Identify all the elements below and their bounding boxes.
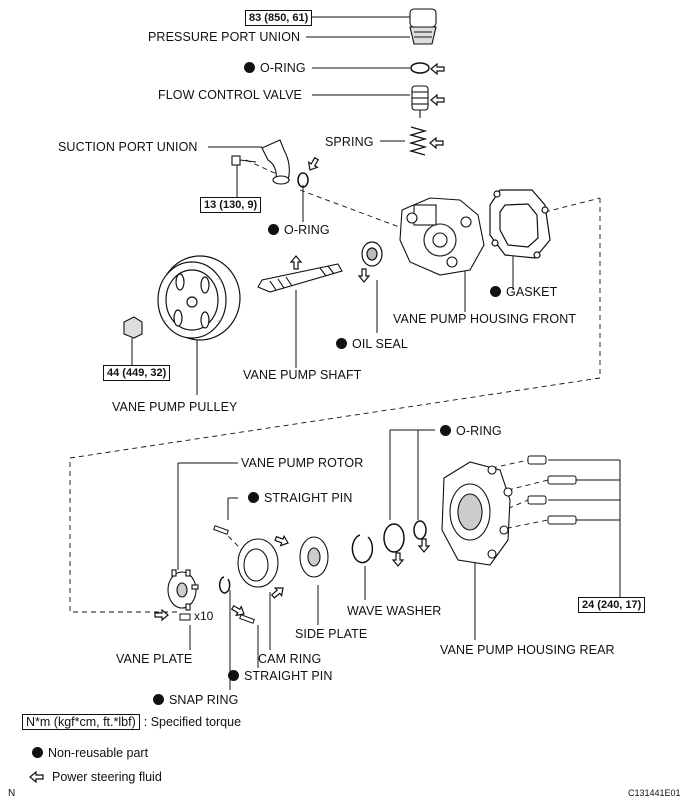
cam-ring-part	[237, 538, 279, 588]
gasket-text: GASKET	[506, 285, 558, 299]
pressure-port-union-part	[409, 8, 437, 45]
label-flow-control-valve: FLOW CONTROL VALVE	[158, 88, 302, 102]
spring-part	[408, 126, 428, 156]
snap-ring-part	[218, 576, 231, 594]
o-ring-top-part	[410, 62, 430, 74]
o-ring-suction-text: O-RING	[284, 223, 330, 237]
legend-non-reusable: Non-reusable part	[32, 746, 148, 761]
torque-pressure-port: 83 (850, 61)	[245, 10, 313, 26]
label-o-ring-suction: O-RING	[268, 223, 330, 237]
suction-port-union-part	[231, 139, 290, 185]
label-gasket: GASKET	[490, 285, 557, 299]
snap-ring-text: SNAP RING	[169, 693, 239, 707]
label-vane-pump-housing-front: VANE PUMP HOUSING FRONT	[393, 312, 577, 326]
legend-torque-unit: N*m (kgf*cm, ft.*lbf)	[22, 714, 140, 730]
wave-washer-part	[351, 534, 374, 564]
label-straight-pin-lower: STRAIGHT PIN	[228, 669, 332, 683]
non-reusable-dot-icon	[440, 425, 451, 436]
vane-pump-rotor-part	[167, 569, 199, 611]
straight-pin-upper-text: STRAIGHT PIN	[264, 491, 353, 505]
non-reusable-dot-icon	[32, 747, 43, 758]
flow-control-valve-part	[411, 85, 429, 118]
vane-pump-shaft-part	[257, 263, 343, 293]
label-vane-pump-shaft: VANE PUMP SHAFT	[243, 368, 362, 382]
label-spring: SPRING	[325, 135, 374, 149]
label-side-plate: SIDE PLATE	[295, 627, 368, 641]
label-o-ring-top: O-RING	[244, 61, 306, 75]
straight-pin-lower-text: STRAIGHT PIN	[244, 669, 333, 683]
o-ring-rear-small-part	[413, 520, 427, 540]
straight-pin-upper-part	[213, 525, 229, 535]
torque-rear-bolts: 24 (240, 17)	[578, 597, 646, 613]
figure-code: C131441E01	[628, 788, 681, 798]
label-vane-pump-housing-rear: VANE PUMP HOUSING REAR	[440, 643, 615, 657]
torque-suction-bolt: 13 (130, 9)	[200, 197, 262, 213]
oil-seal-part	[361, 241, 383, 267]
pulley-nut-part	[123, 316, 143, 339]
o-ring-rear-text: O-RING	[456, 424, 502, 438]
torque-pulley-nut: 44 (449, 32)	[103, 365, 171, 381]
label-pressure-port-union: PRESSURE PORT UNION	[148, 30, 301, 44]
legend-torque: N*m (kgf*cm, ft.*lbf): Specified torque	[22, 714, 242, 730]
label-o-ring-rear: O-RING	[440, 424, 502, 438]
non-reusable-dot-icon	[490, 286, 501, 297]
label-cam-ring: CAM RING	[258, 652, 322, 666]
non-reusable-dot-icon	[153, 694, 164, 705]
side-plate-part	[299, 536, 329, 578]
rear-bolts-part	[527, 455, 577, 525]
label-snap-ring: SNAP RING	[153, 693, 238, 707]
legend-non-reusable-text: Non-reusable part	[48, 746, 149, 760]
o-ring-top-text: O-RING	[260, 61, 306, 75]
label-vane-pump-pulley: VANE PUMP PULLEY	[112, 400, 238, 414]
oil-seal-text: OIL SEAL	[352, 337, 408, 351]
non-reusable-dot-icon	[336, 338, 347, 349]
straight-pin-lower-part	[239, 614, 255, 624]
label-x10: x10	[194, 609, 214, 623]
label-straight-pin-upper: STRAIGHT PIN	[248, 491, 352, 505]
label-vane-plate: VANE PLATE	[116, 652, 193, 666]
label-suction-port-union: SUCTION PORT UNION	[58, 140, 198, 154]
label-vane-pump-rotor: VANE PUMP ROTOR	[241, 456, 364, 470]
non-reusable-dot-icon	[244, 62, 255, 73]
corner-left-mark: N	[8, 788, 16, 799]
legend-fluid: Power steering fluid	[52, 770, 162, 784]
label-oil-seal: OIL SEAL	[336, 337, 408, 351]
housing-rear-part	[441, 461, 513, 566]
gasket-part	[489, 189, 551, 259]
label-wave-washer: WAVE WASHER	[347, 604, 442, 618]
non-reusable-dot-icon	[248, 492, 259, 503]
vane-pump-pulley-part	[157, 255, 241, 341]
non-reusable-dot-icon	[228, 670, 239, 681]
non-reusable-dot-icon	[268, 224, 279, 235]
housing-front-part	[399, 197, 485, 276]
o-ring-rear-large-part	[383, 523, 405, 553]
vane-plate-part	[179, 613, 191, 621]
legend-torque-desc: : Specified torque	[143, 715, 242, 729]
